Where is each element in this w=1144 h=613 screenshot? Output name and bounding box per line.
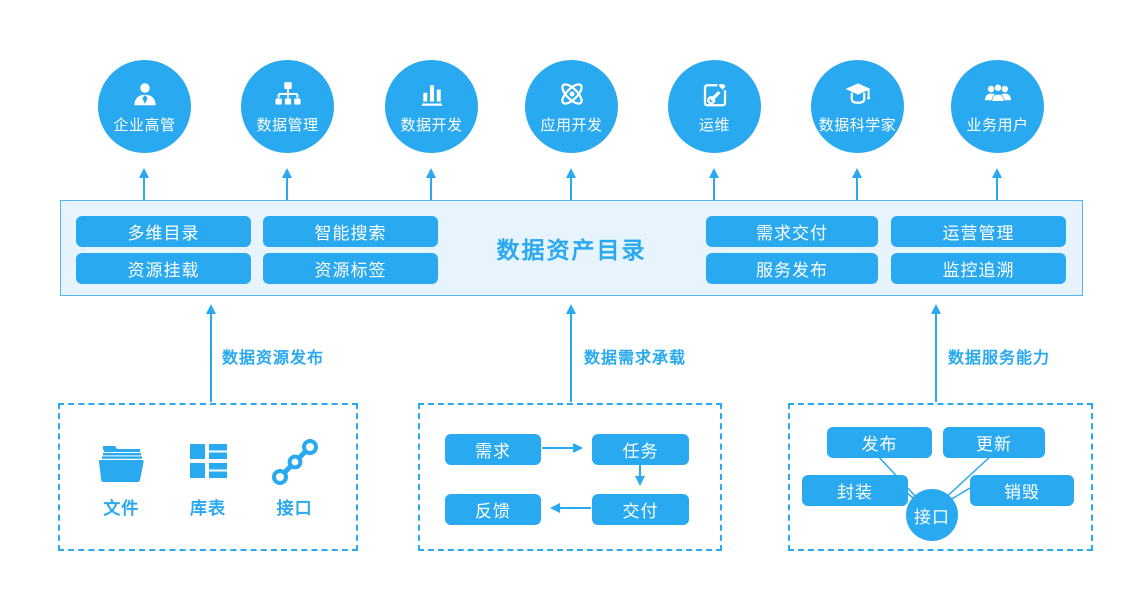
folder-icon — [99, 445, 144, 482]
role-label: 数据开发 — [400, 116, 463, 134]
resource-item-api: 接口 — [269, 436, 321, 519]
node-task: 任务 — [592, 434, 689, 465]
role-data-scientist: 数据科学家 — [811, 60, 904, 153]
resource-item-file: 文件 — [95, 436, 147, 519]
role-label: 运维 — [698, 116, 730, 134]
node-api-hub: 接口 — [906, 489, 958, 541]
role-data-development: 数据开发 — [385, 60, 478, 153]
capability-resource-tag: 资源标签 — [263, 253, 438, 284]
data-asset-catalog-band: 多维目录 智能搜索 资源挂载 资源标签 数据资产目录 需求交付 运营管理 服务发… — [60, 200, 1083, 296]
api-link-icon — [271, 438, 318, 485]
service-box: 发布 更新 封装 销毁 接口 — [788, 403, 1093, 551]
role-label: 应用开发 — [540, 116, 603, 134]
resource-item-label: 接口 — [276, 498, 313, 518]
node-publish: 发布 — [827, 427, 932, 458]
capability-resource-mount: 资源挂载 — [76, 253, 251, 284]
wrench-icon — [703, 83, 726, 106]
org-chart-icon — [275, 81, 300, 105]
node-package: 封装 — [802, 475, 908, 506]
capability-monitor-trace: 监控追溯 — [891, 253, 1066, 284]
graduation-cap-icon — [845, 82, 870, 104]
atom-icon — [560, 82, 583, 105]
role-label: 业务用户 — [966, 116, 1029, 134]
node-destroy: 销毁 — [970, 475, 1074, 506]
node-feedback: 反馈 — [445, 494, 541, 525]
capability-service-publish: 服务发布 — [706, 253, 878, 284]
flow-label-service-ability: 数据服务能力 — [948, 350, 1051, 367]
node-update: 更新 — [943, 427, 1045, 458]
role-app-development: 应用开发 — [525, 60, 618, 153]
node-demand: 需求 — [445, 434, 541, 465]
bar-chart-icon — [421, 84, 442, 106]
node-deliver: 交付 — [592, 494, 689, 525]
users-icon — [984, 83, 1011, 101]
executive-icon — [133, 82, 156, 105]
capability-demand-delivery: 需求交付 — [706, 216, 878, 247]
capability-smart-search: 智能搜索 — [263, 216, 438, 247]
role-data-management: 数据管理 — [241, 60, 334, 153]
capability-operation-mgmt: 运营管理 — [891, 216, 1066, 247]
band-title: 数据资产目录 — [496, 237, 647, 263]
role-label: 数据科学家 — [818, 116, 897, 134]
role-operations: 运维 — [668, 60, 761, 153]
resource-box: 文件 库表 接口 — [58, 403, 358, 551]
flow-label-resource-publish: 数据资源发布 — [222, 350, 325, 367]
resource-item-label: 库表 — [189, 498, 226, 518]
demand-box: 需求 任务 反馈 交付 — [418, 403, 722, 551]
flow-label-demand-carry: 数据需求承载 — [584, 350, 687, 367]
resource-item-label: 文件 — [103, 498, 140, 518]
role-label: 数据管理 — [256, 116, 319, 134]
capability-multi-dim-catalog: 多维目录 — [76, 216, 251, 247]
role-label: 企业高管 — [113, 116, 176, 134]
role-business-user: 业务用户 — [951, 60, 1044, 153]
resource-item-table: 库表 — [182, 436, 234, 519]
table-icon — [189, 443, 227, 478]
role-executive: 企业高管 — [98, 60, 191, 153]
